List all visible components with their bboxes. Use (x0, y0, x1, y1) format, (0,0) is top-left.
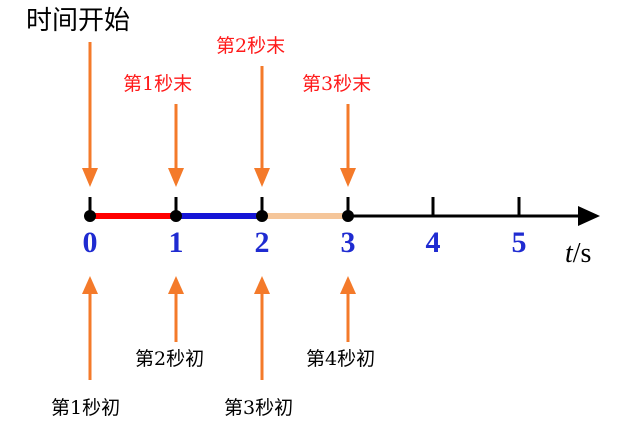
point-2 (256, 210, 268, 222)
axis-variable: t (565, 238, 573, 269)
tick-label-2: 2 (254, 226, 270, 259)
arrow-up-begin1 (82, 276, 98, 380)
beginning-of-second-1-label: 第1秒初 (51, 397, 121, 419)
tick-label-1: 1 (168, 226, 184, 259)
end-of-second-1-label: 第1秒末 (123, 73, 193, 95)
tick-label-3: 3 (340, 226, 356, 259)
arrow-down-start (82, 42, 98, 187)
beginning-of-second-2-label: 第2秒初 (135, 348, 205, 370)
arrow-down-end2 (254, 66, 270, 187)
beginning-of-second-3-label: 第3秒初 (224, 397, 294, 419)
arrow-up-begin4 (340, 276, 356, 342)
tick-label-0: 0 (82, 226, 98, 259)
beginning-of-second-4-label: 第4秒初 (306, 348, 376, 370)
arrow-down-end1 (168, 104, 184, 187)
tick-label-4: 4 (425, 226, 441, 259)
point-3 (342, 210, 354, 222)
time-start-label: 时间开始 (26, 6, 131, 36)
point-0 (84, 210, 96, 222)
point-1 (170, 210, 182, 222)
arrow-down-end3 (340, 104, 356, 187)
end-of-second-2-label: 第2秒末 (216, 35, 286, 57)
arrow-up-begin3 (254, 276, 270, 380)
axis-unit-label: t/s (565, 240, 591, 268)
arrow-up-begin2 (168, 276, 184, 342)
tick-label-5: 5 (511, 226, 527, 259)
axis-unit: /s (572, 238, 592, 269)
end-of-second-3-label: 第3秒末 (302, 73, 372, 95)
axis-arrowhead (578, 206, 600, 226)
